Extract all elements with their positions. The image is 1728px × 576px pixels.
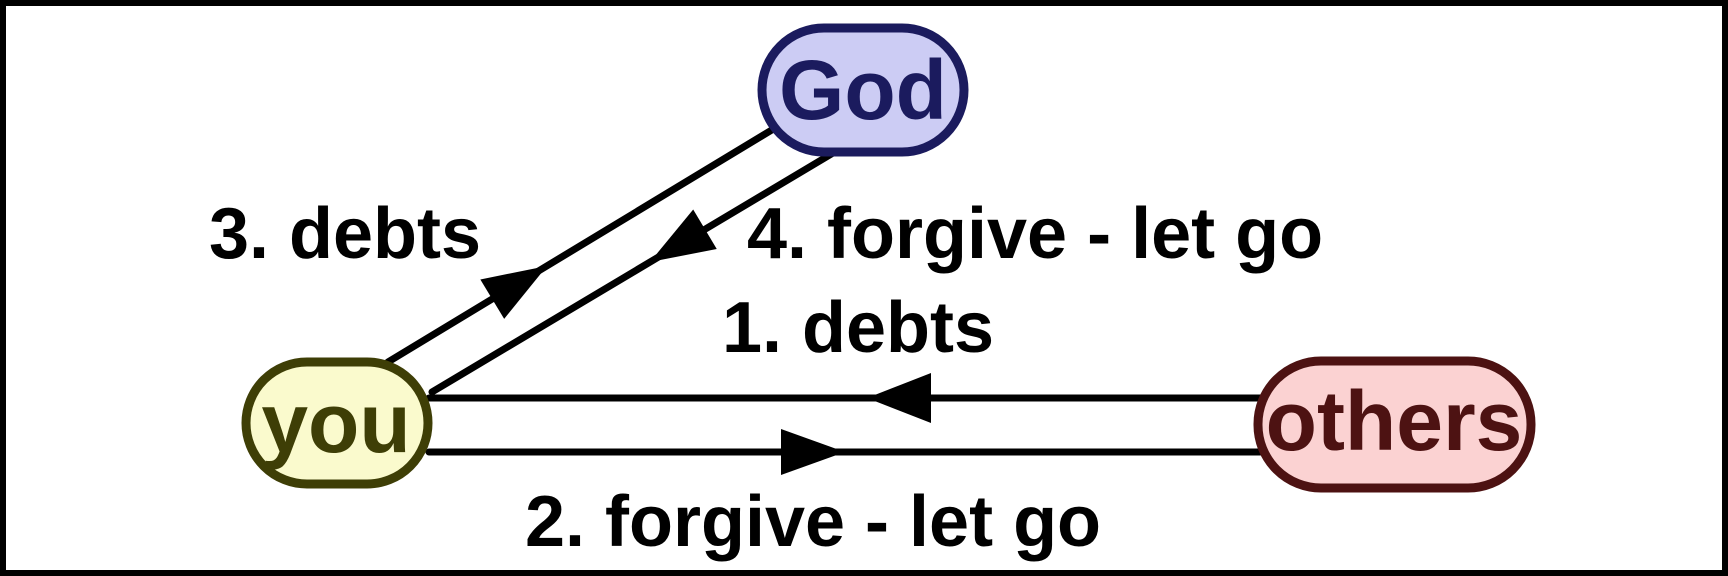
edge-label-forgive-you-to-others: 2. forgive - let go [525, 482, 1101, 562]
node-you: you [241, 357, 433, 489]
edges [384, 124, 1264, 475]
edge-forgive-god-to-you-line [428, 146, 842, 396]
edge-label-debts-you-to-god: 3. debts [209, 194, 481, 274]
node-others: others [1253, 356, 1536, 493]
edge-debts-you-to-god-line [384, 124, 779, 366]
edge-label-debts-others-to-you: 1. debts [722, 288, 994, 368]
node-others-shape [1253, 356, 1536, 493]
arrowhead-forgive-god-to-you [650, 209, 717, 262]
node-you-shape [241, 357, 433, 489]
node-god-shape [757, 23, 969, 157]
edge-labels: 3. debts 4. forgive - let go 1. debts 2.… [209, 194, 1323, 562]
node-others-label: others [1266, 374, 1523, 468]
node-god-label: God [779, 43, 947, 137]
node-you-label: you [261, 376, 410, 470]
edge-label-forgive-god-to-you: 4. forgive - let go [747, 194, 1323, 274]
arrowhead-forgive-you-to-others [781, 429, 845, 475]
node-god: God [757, 23, 969, 157]
arrowhead-debts-others-to-you [867, 373, 931, 423]
arrowhead-debts-you-to-god [480, 266, 547, 319]
